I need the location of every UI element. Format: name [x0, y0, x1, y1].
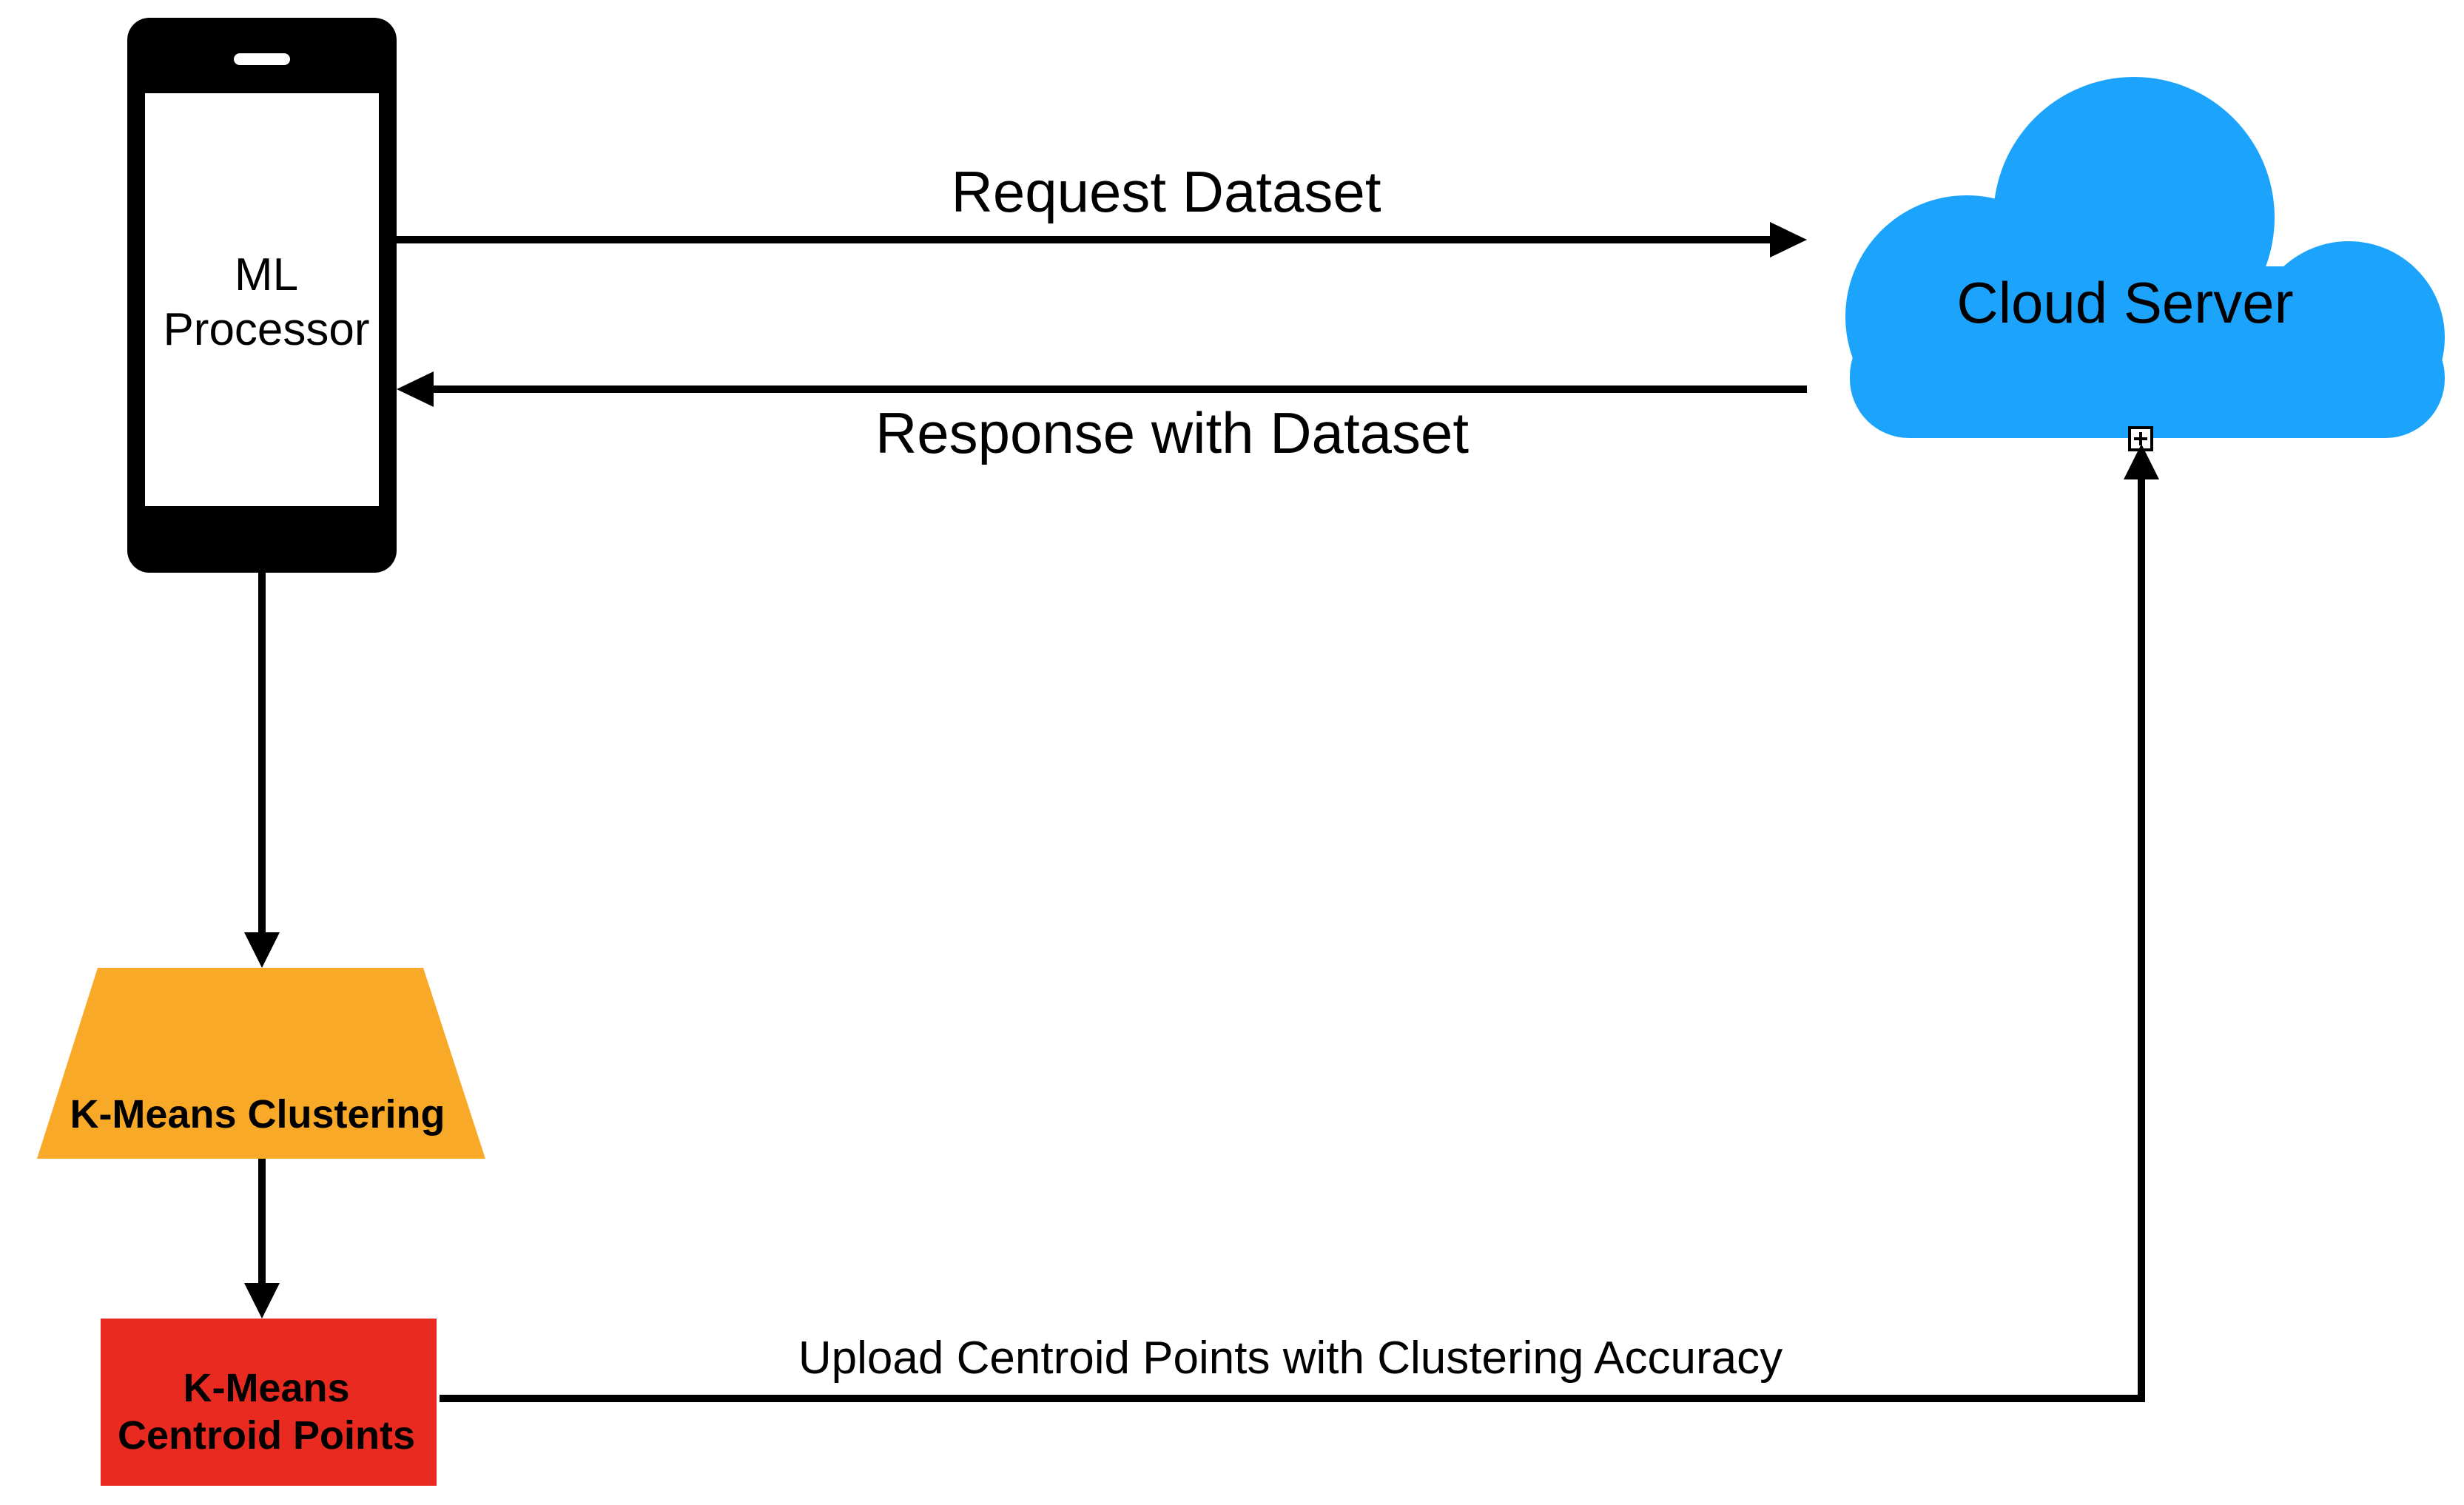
kmeans-centroids-node[interactable]: K-Means Centroid Points [101, 1319, 437, 1486]
edge-upload-centroids: Upload Centroid Points with Clustering A… [440, 444, 2159, 1402]
edge-kmeans-to-centroids [244, 1159, 280, 1319]
cloud-server-label: Cloud Server [1956, 270, 2293, 335]
arrowhead-left [397, 371, 434, 407]
request-dataset-label: Request Dataset [951, 159, 1381, 224]
arrowhead-down [244, 932, 280, 968]
ml-processor-label-line2: Processor [163, 304, 369, 355]
arrowhead-up [2124, 444, 2159, 479]
edge-phone-to-kmeans [244, 573, 280, 968]
edge-response-with-dataset: Response with Dataset [397, 371, 1807, 465]
upload-centroids-label: Upload Centroid Points with Clustering A… [798, 1333, 1783, 1384]
ml-processor-label-line1: ML [235, 249, 298, 300]
kmeans-trapezoid [37, 968, 485, 1159]
response-with-dataset-label: Response with Dataset [875, 400, 1469, 465]
centroids-label-line2: Centroid Points [118, 1413, 415, 1458]
kmeans-clustering-label: K-Means Clustering [70, 1092, 445, 1137]
cloud-server-node[interactable]: Cloud Server [1845, 77, 2445, 451]
edge-request-dataset: Request Dataset [397, 159, 1807, 257]
cloud-shape [1845, 77, 2445, 438]
arrowhead-down [244, 1283, 280, 1319]
phone-speaker-icon [234, 53, 290, 65]
ml-processor-node[interactable]: ML Processor [127, 18, 397, 573]
centroids-box [101, 1319, 437, 1486]
phone-screen [145, 93, 379, 506]
centroids-label-line1: K-Means [183, 1366, 349, 1410]
kmeans-clustering-node[interactable]: K-Means Clustering [37, 968, 485, 1159]
arrowhead-right [1770, 222, 1807, 257]
